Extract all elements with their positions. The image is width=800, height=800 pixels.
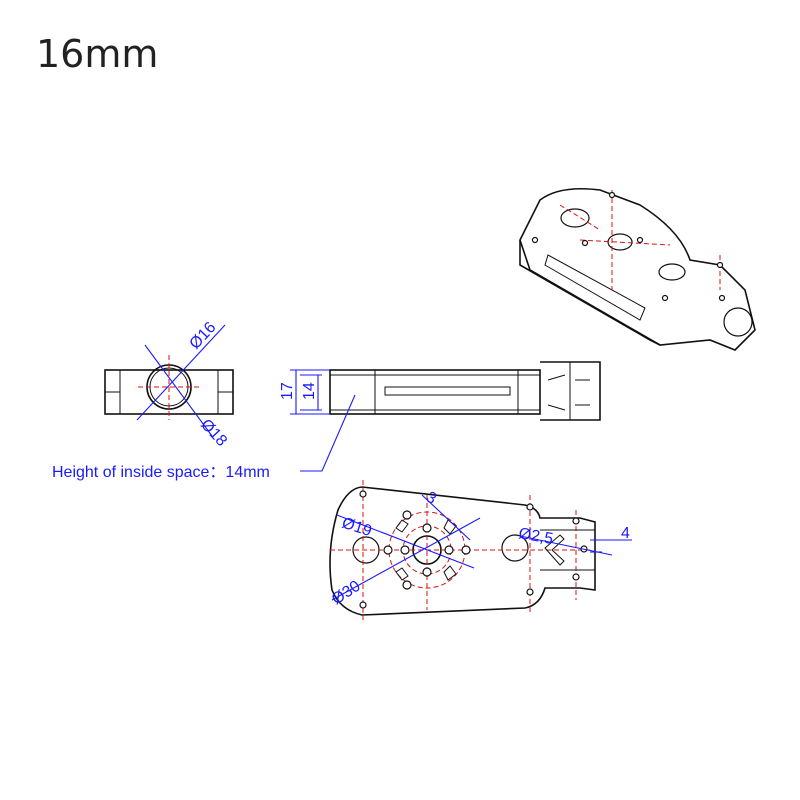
dim-outer-diameter: Ø18 <box>197 416 230 450</box>
motor-holes <box>359 490 588 609</box>
dim-slot-width: 3 <box>423 489 439 508</box>
dim-offset: 4 <box>621 525 630 542</box>
dim-outer-circle: Ø30 <box>329 578 364 609</box>
isometric-view <box>519 187 756 351</box>
page-title: 16mm <box>36 32 159 76</box>
end-view: Ø16 Ø18 <box>104 319 234 450</box>
dim-total-height: 17 <box>279 382 296 400</box>
top-view: Ø19 Ø30 3 Ø2,5 4 <box>329 480 632 620</box>
dim-inside-height: 14 <box>301 382 318 400</box>
mount-holes <box>531 191 726 302</box>
side-view: 17 14 <box>279 361 601 472</box>
dim-inner-diameter: Ø16 <box>186 319 219 353</box>
inside-height-note: Height of inside space：14mm <box>52 464 270 481</box>
dim-bolt-circle: Ø19 <box>340 515 374 541</box>
dim-hole-diameter: Ø2,5 <box>517 525 554 548</box>
